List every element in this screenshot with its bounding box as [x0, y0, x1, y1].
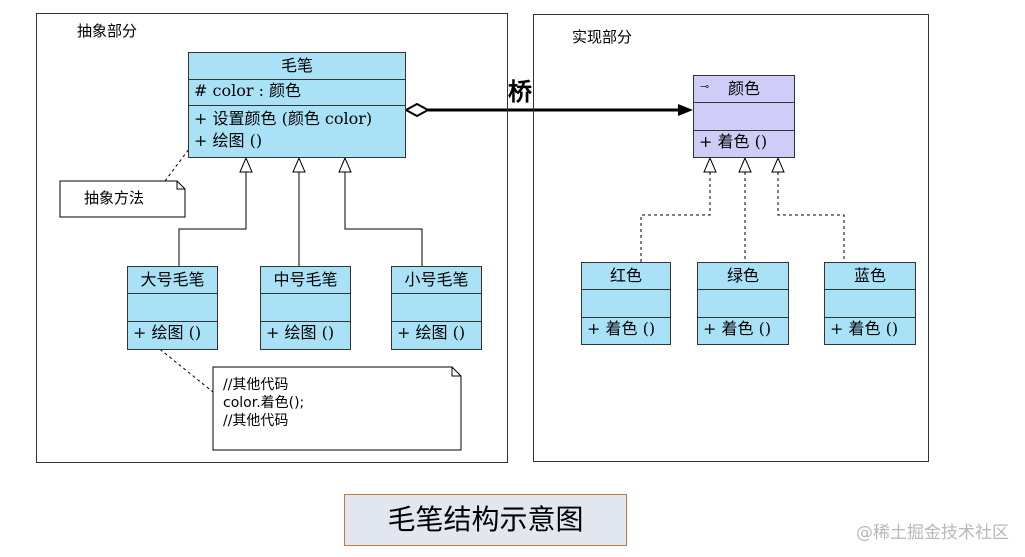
- blue-class-attributes: [825, 289, 915, 317]
- red-method-paint: + 着色 (): [587, 319, 656, 338]
- color-interface[interactable]: ⊸ 颜色 + 着色 (): [693, 75, 795, 158]
- color-interface-method-paint: + 着色 (): [699, 132, 768, 151]
- note-code-line-3: //其他代码: [223, 413, 289, 429]
- large-brush-name: 大号毛笔: [140, 270, 205, 289]
- note-abstract-method: 抽象方法: [84, 189, 145, 207]
- note-code: //其他代码 color.着色(); //其他代码: [213, 370, 461, 450]
- color-realization-arrows: [703, 156, 785, 173]
- medium-brush-attributes: [261, 293, 350, 321]
- bridge-label: 桥: [508, 77, 532, 106]
- blue-class-methods: + 着色 (): [825, 317, 915, 340]
- note-code-shape: [145, 337, 462, 451]
- abstraction-panel: [36, 13, 508, 463]
- red-class[interactable]: 红色 + 着色 (): [581, 262, 671, 345]
- small-brush-methods: + 绘图 (): [392, 321, 481, 344]
- green-class-methods: + 着色 (): [698, 317, 788, 340]
- color-interface-name: 颜色: [727, 79, 760, 98]
- green-class-attributes: [698, 289, 788, 317]
- small-brush-class[interactable]: 小号毛笔 + 绘图 (): [391, 266, 482, 350]
- blue-class[interactable]: 蓝色 + 着色 (): [824, 262, 916, 345]
- diagram-caption: 毛笔结构示意图: [344, 494, 627, 546]
- note-abstract-method-shape: [59, 144, 193, 218]
- brush-method-set-color: + 设置颜色 (颜色 color): [194, 109, 373, 128]
- red-class-attributes: [582, 289, 670, 317]
- brush-attribute-color: # color : 颜色: [194, 81, 302, 100]
- watermark: @稀土掘金技术社区: [856, 523, 1009, 543]
- medium-brush-method-draw: + 绘图 (): [266, 323, 335, 342]
- abstraction-panel-label: 抽象部分: [77, 22, 138, 40]
- note-code-line-2: color.着色();: [223, 395, 305, 411]
- brush-class-name: 毛笔: [280, 56, 313, 75]
- brush-class[interactable]: 毛笔 # color : 颜色 + 设置颜色 (颜色 color) + 绘图 (…: [188, 52, 406, 158]
- small-brush-name: 小号毛笔: [404, 270, 469, 289]
- brush-method-draw: + 绘图 (): [194, 131, 263, 150]
- green-class[interactable]: 绿色 + 着色 (): [697, 262, 789, 345]
- color-interface-attributes: [694, 102, 794, 130]
- blue-method-paint: + 着色 (): [830, 319, 899, 338]
- implementation-panel: [533, 14, 929, 462]
- red-class-methods: + 着色 (): [582, 317, 670, 340]
- green-method-paint: + 着色 (): [703, 319, 772, 338]
- bridge-association: [403, 102, 693, 118]
- brush-inheritance: [178, 172, 423, 266]
- medium-brush-class[interactable]: 中号毛笔 + 绘图 (): [260, 266, 351, 350]
- note-code-line-1: //其他代码: [223, 377, 289, 393]
- medium-brush-name: 中号毛笔: [273, 270, 338, 289]
- brush-inheritance-arrows: [239, 156, 352, 173]
- large-brush-method-draw: + 绘图 (): [133, 323, 202, 342]
- red-class-name: 红色: [609, 266, 642, 285]
- blue-class-name: 蓝色: [853, 266, 886, 285]
- medium-brush-methods: + 绘图 (): [261, 321, 350, 344]
- green-class-name: 绿色: [726, 266, 759, 285]
- small-brush-attributes: [392, 293, 481, 321]
- interface-icon: ⊸: [700, 80, 710, 93]
- large-brush-attributes: [128, 293, 217, 321]
- large-brush-methods: + 绘图 (): [128, 321, 217, 344]
- small-brush-method-draw: + 绘图 (): [397, 323, 466, 342]
- color-realization: [640, 172, 845, 262]
- brush-methods: + 设置颜色 (颜色 color) + 绘图 (): [189, 105, 405, 152]
- large-brush-class[interactable]: 大号毛笔 + 绘图 (): [127, 266, 218, 350]
- brush-attributes: # color : 颜色: [189, 79, 405, 105]
- color-interface-methods: + 着色 (): [694, 130, 794, 153]
- implementation-panel-label: 实现部分: [572, 28, 633, 46]
